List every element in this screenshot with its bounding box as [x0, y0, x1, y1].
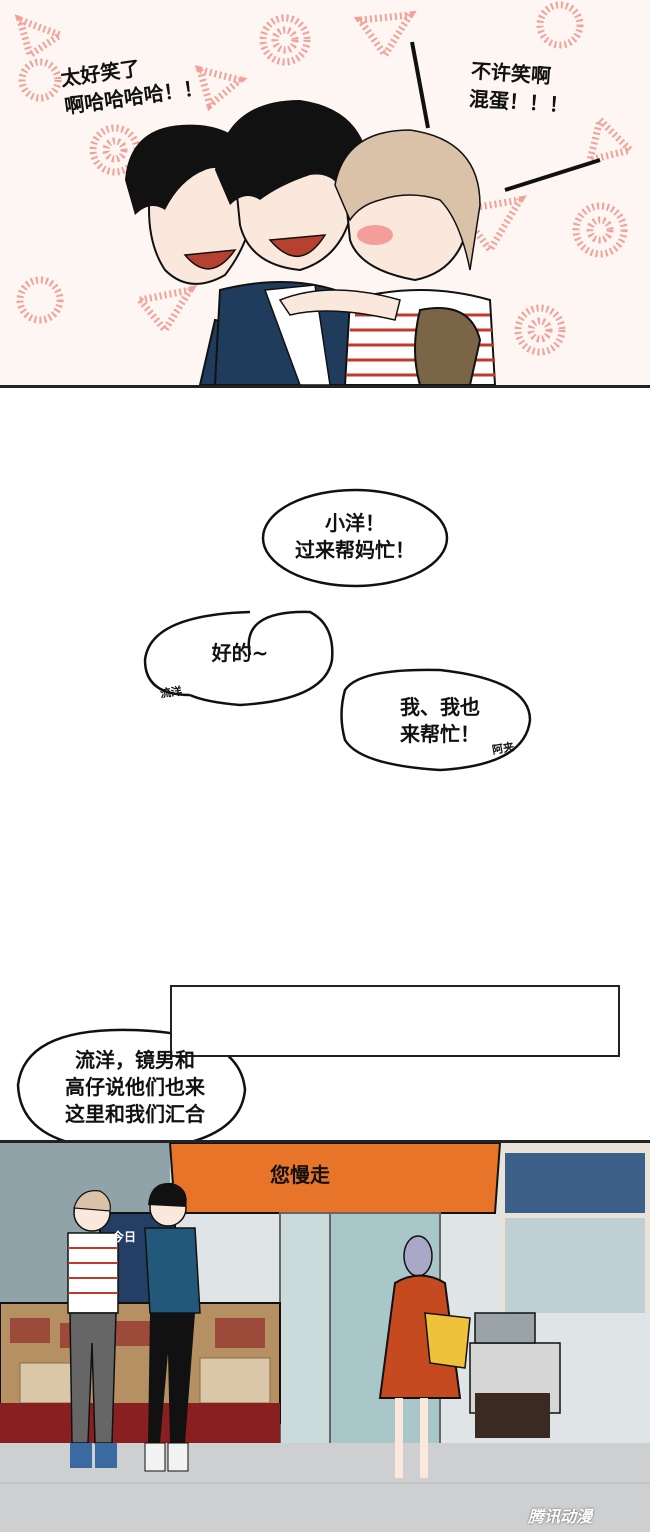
bubble-line: 流洋，镜男和: [75, 1048, 195, 1072]
watermark-text: 腾讯动漫: [528, 1507, 593, 1526]
shop-sign-text: 今日: [112, 1230, 137, 1244]
bubble-line: 这里和我们汇合: [65, 1102, 205, 1126]
bubble-line: 过来帮妈忙！: [295, 538, 415, 562]
shop-scene-illustration: [0, 1143, 650, 1532]
angry-shout-text: 不许笑啊 混蛋！！！: [468, 57, 572, 120]
bubble-line: 来帮忙！: [400, 722, 480, 746]
bubble-ajia-text: 我、我也 来帮忙！: [375, 694, 505, 748]
speaker-tag-ajia: 阿夹: [491, 740, 516, 757]
laughing-scene-illustration: [14, 1, 637, 385]
bubble-line: 高仔说他们也来: [65, 1075, 205, 1099]
speaker-tag-liuyang: 流洋: [159, 684, 183, 701]
comic-panel-laughing: 太好笑了 啊哈哈哈哈！！ 不许笑啊 混蛋！！！: [0, 0, 650, 388]
bubble-line: 小洋！: [325, 511, 385, 535]
bubble-bye-text: 您慢走: [270, 1163, 330, 1187]
comic-panel-shop: 今日 腾讯动漫: [0, 1140, 650, 1532]
narration-box: [170, 985, 620, 1057]
bubble-liuyang-text: 好的~: [211, 641, 269, 665]
bubble-info-text: 流洋，镜男和 高仔说他们也来 这里和我们汇合: [35, 1047, 235, 1128]
bubble-line: 我、我也: [400, 695, 480, 719]
bubble-mom-text: 小洋！ 过来帮妈忙！: [270, 510, 440, 564]
